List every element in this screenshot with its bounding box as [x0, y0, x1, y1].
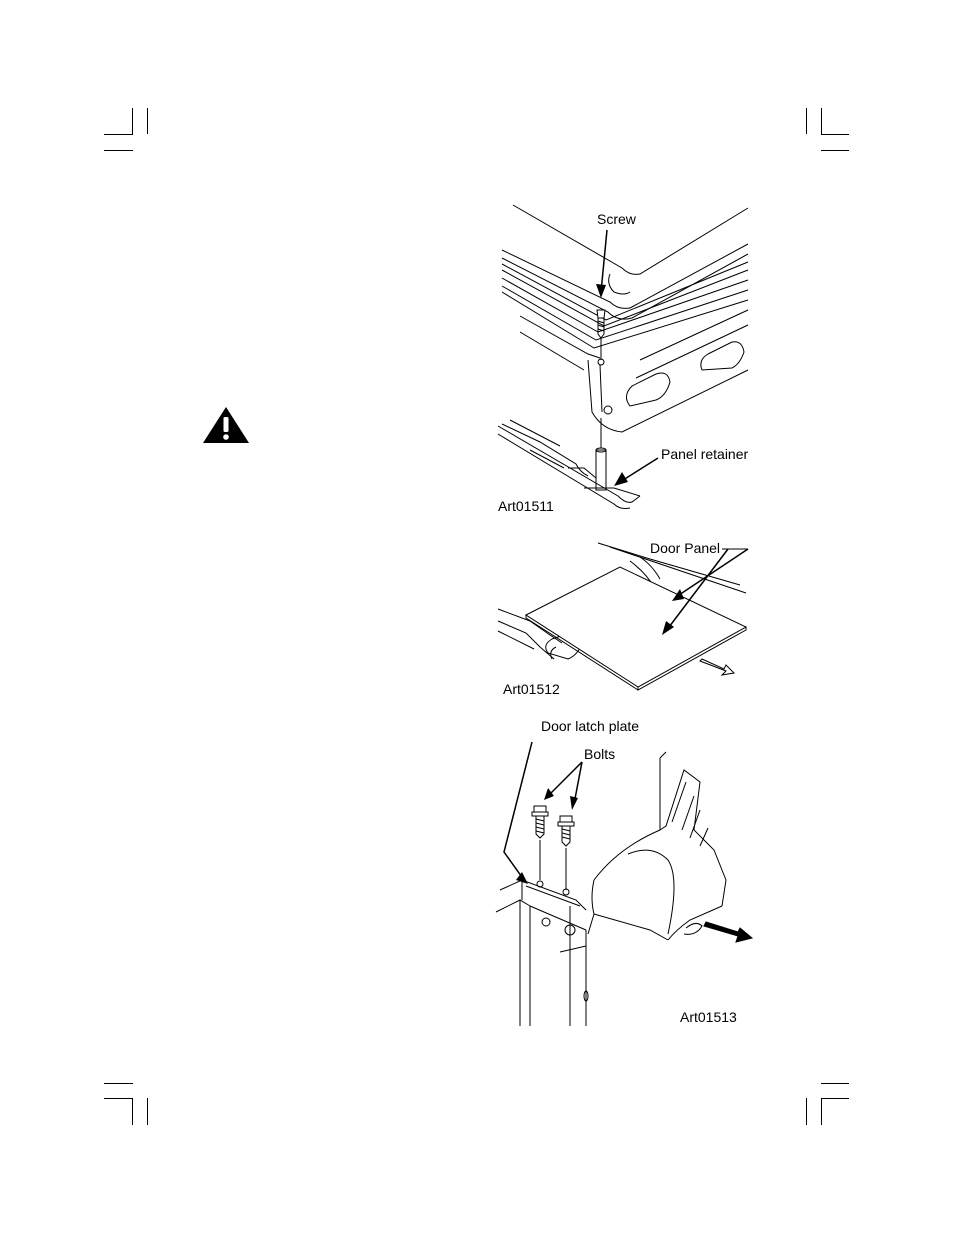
- crop-mark-tr-v1: [806, 108, 807, 134]
- crop-mark-tl-h1: [104, 134, 133, 135]
- crop-mark-tl-v2: [147, 108, 148, 134]
- crop-mark-tl-h2: [104, 150, 133, 151]
- crop-mark-br-h1: [821, 1083, 849, 1084]
- door-panel-label: Door Panel: [650, 540, 721, 556]
- door-latch-plate-label: Door latch plate: [541, 718, 640, 734]
- crop-mark-bl-h2: [104, 1098, 133, 1099]
- crop-mark-bl-v1: [132, 1098, 133, 1125]
- crop-mark-tl-v1: [132, 108, 133, 134]
- warning-triangle-icon: [203, 407, 249, 443]
- crop-mark-bl-v2: [147, 1098, 148, 1125]
- crop-mark-tr-h2: [821, 150, 849, 151]
- crop-mark-bl-h1: [104, 1083, 133, 1084]
- panel-retainer-label: Panel retainer: [661, 446, 749, 462]
- crop-mark-tr-h1: [821, 134, 849, 135]
- bolts-label: Bolts: [584, 746, 616, 762]
- figure-door-latch-plate: [495, 741, 754, 1026]
- crop-mark-br-v2: [821, 1098, 822, 1125]
- crop-mark-br-v1: [806, 1098, 807, 1125]
- figure-door-panel: [497, 542, 749, 691]
- art-id-fig3: Art01513: [680, 1009, 737, 1025]
- art-id-fig2: Art01512: [503, 681, 560, 697]
- screw-label: Screw: [597, 211, 636, 227]
- crop-mark-br-h2: [821, 1098, 849, 1099]
- figure-screw-panel-retainer: [497, 204, 749, 509]
- crop-mark-tr-v2: [821, 108, 822, 134]
- art-id-fig1: Art01511: [498, 498, 554, 514]
